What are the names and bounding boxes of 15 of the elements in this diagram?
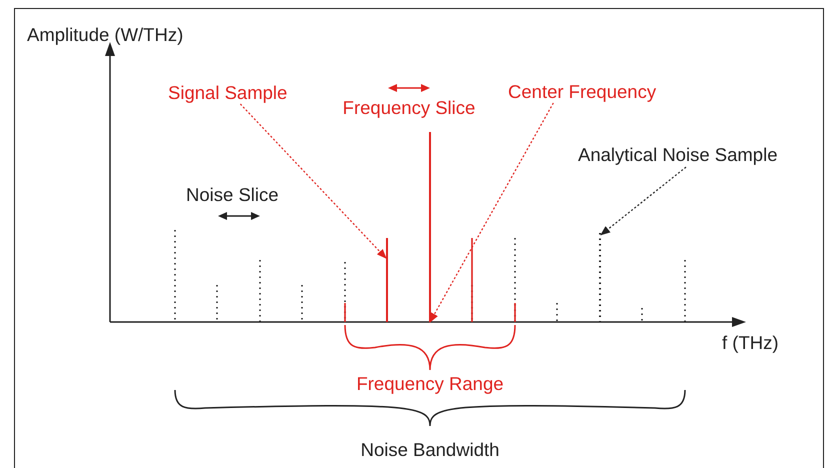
leader-line <box>600 166 686 236</box>
callout-label: Signal Sample <box>168 82 288 104</box>
leader-line <box>240 104 387 259</box>
signal-sample-line <box>386 238 388 322</box>
callout-label: Center Frequency <box>508 81 656 103</box>
signal-sample-line <box>429 132 431 322</box>
callout-label: Analytical Noise Sample <box>578 144 778 166</box>
axis-label: Noise Bandwidth <box>360 439 500 461</box>
axis-label: Frequency Range <box>356 373 504 395</box>
axis-label: Amplitude (W/THz) <box>27 24 184 46</box>
axis-label: f (THz) <box>722 332 779 354</box>
leader-line <box>429 102 554 323</box>
axis-label: Noise Slice <box>186 184 279 206</box>
noise-sample-line <box>599 233 601 322</box>
axis-label: Frequency Slice <box>342 97 476 119</box>
